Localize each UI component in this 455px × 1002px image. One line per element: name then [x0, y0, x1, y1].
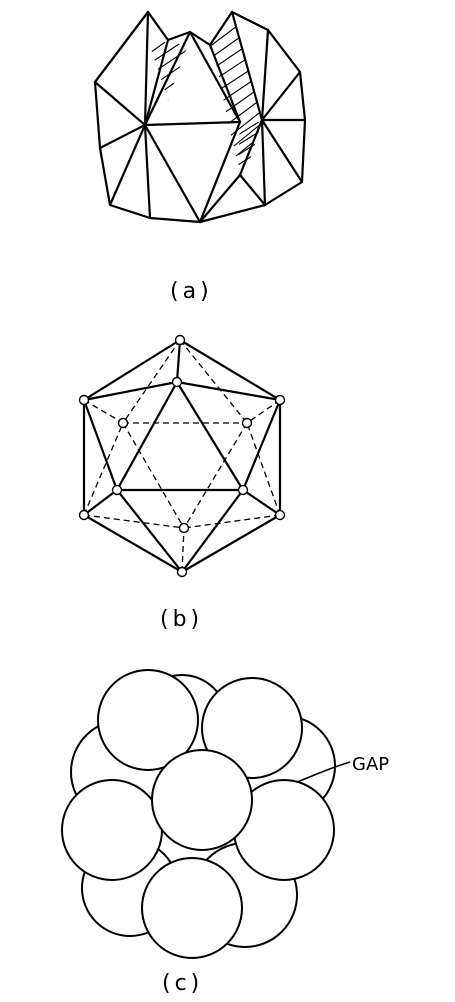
- panel-b-icosahedron: [78, 334, 286, 578]
- sphere-mid-left: [61, 779, 163, 881]
- hatched-slot-right: [210, 19, 262, 157]
- panel-a-polyhedron: [93, 10, 307, 224]
- gap-label: GAP: [352, 754, 389, 775]
- vertices: [78, 334, 286, 578]
- sphere-center: [151, 749, 253, 851]
- sphere-top-right: [201, 677, 303, 779]
- caption-c: (c): [162, 971, 203, 996]
- sphere-top-left: [97, 669, 199, 771]
- hidden-edges: [83, 339, 281, 573]
- gap-leader-line: [296, 761, 351, 783]
- sphere-bottom: [141, 857, 243, 959]
- caption-b: (b): [160, 607, 203, 632]
- panel-c-spheres: [61, 669, 351, 959]
- caption-a: (a): [170, 279, 213, 304]
